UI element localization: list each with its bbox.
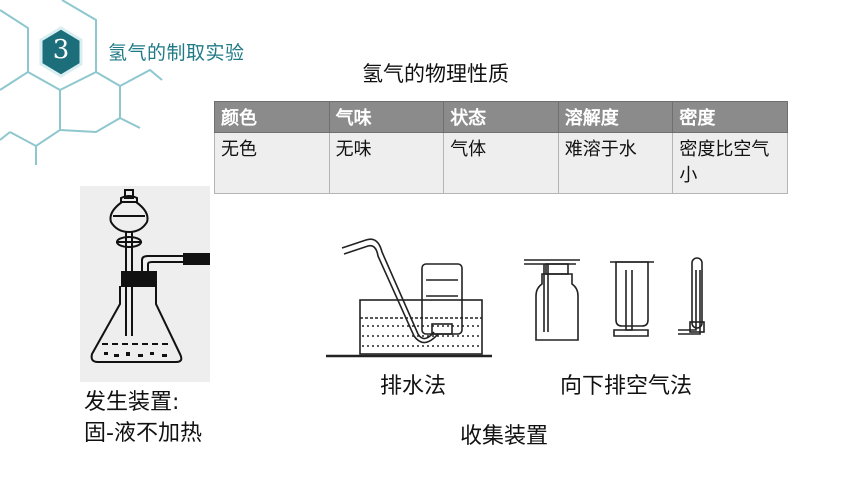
cell-solubility: 难溶于水: [557, 132, 674, 194]
physical-properties-table: 颜色 气味 状态 溶解度 密度 无色 无味 气体 难溶于水 密度比空气小: [214, 101, 788, 194]
header-solubility: 溶解度: [557, 101, 674, 133]
table-row: 无色 无味 气体 难溶于水 密度比空气小: [214, 132, 788, 194]
header-state: 状态: [443, 101, 559, 133]
header-smell: 气味: [328, 101, 445, 133]
cell-state: 气体: [443, 132, 559, 194]
downward-air-method-label: 向下排空气法: [560, 374, 693, 399]
water-displacement-apparatus-illustration: [326, 238, 492, 358]
collection-apparatus-label: 收集装置: [460, 424, 549, 449]
cell-smell: 无味: [328, 132, 445, 194]
section-title: 氢气的制取实验: [108, 42, 245, 64]
downward-air-displacement-apparatus-illustration: [524, 257, 705, 341]
cell-color: 无色: [214, 132, 330, 194]
generator-label-line1: 发生装置:: [84, 390, 180, 415]
table-title: 氢气的物理性质: [362, 62, 509, 86]
generator-label-line2: 固-液不加热: [84, 421, 202, 446]
section-number: 3: [52, 35, 70, 65]
gas-generator-apparatus-illustration: [80, 186, 210, 382]
molecule-decoration: [0, 0, 163, 165]
header-color: 颜色: [214, 101, 330, 133]
water-method-label: 排水法: [380, 374, 447, 399]
cell-density: 密度比空气小: [672, 132, 788, 194]
section-badge-hexagon: [39, 26, 83, 78]
header-density: 密度: [672, 101, 788, 133]
table-header-row: 颜色 气味 状态 溶解度 密度: [214, 101, 788, 133]
